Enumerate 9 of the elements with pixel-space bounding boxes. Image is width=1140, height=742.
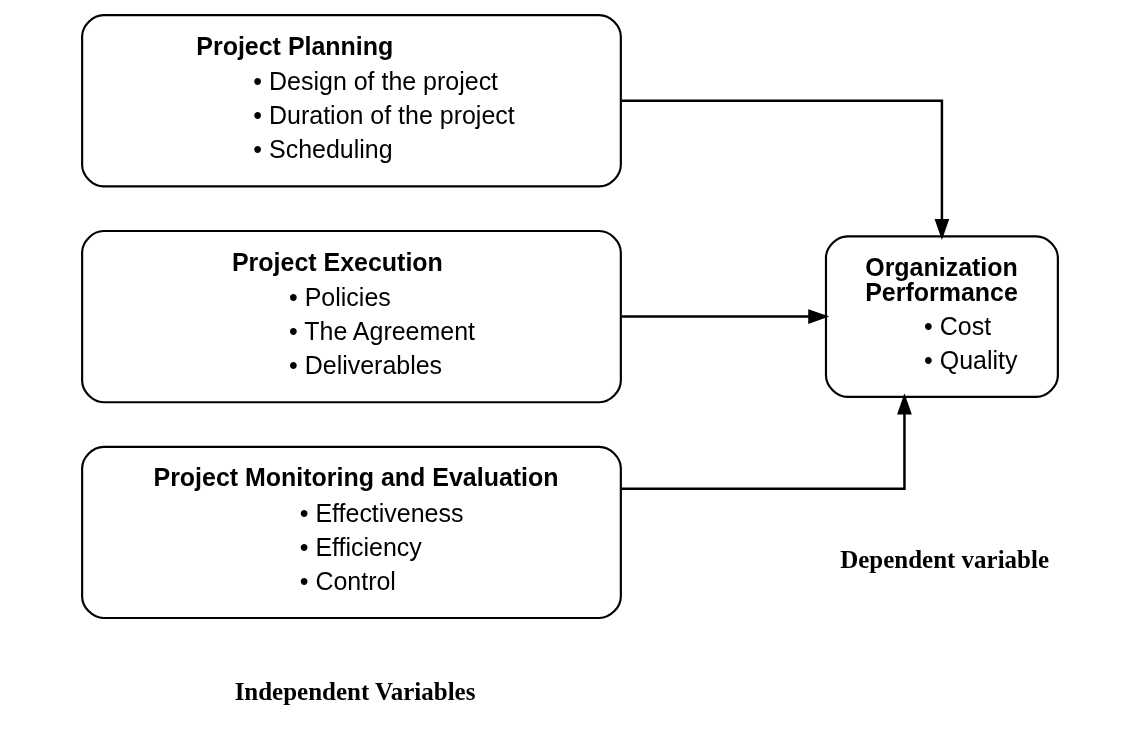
arrow xyxy=(621,393,912,490)
arrow xyxy=(621,99,950,240)
node-box: Project Planning • Design of the project • Duration of the project • Scheduling xyxy=(81,14,622,188)
node-box: Project Execution • Policies • The Agreement • Deliverables xyxy=(81,229,622,404)
node-box: Project Monitoring and Evaluation • Effectiveness • Efficiency • Control xyxy=(81,445,622,620)
label: Dependent variable xyxy=(840,545,1050,573)
label: Independent Variables xyxy=(234,677,476,705)
arrow xyxy=(621,309,830,324)
node-box: Organization Performance • Cost • Quality xyxy=(824,235,1059,398)
